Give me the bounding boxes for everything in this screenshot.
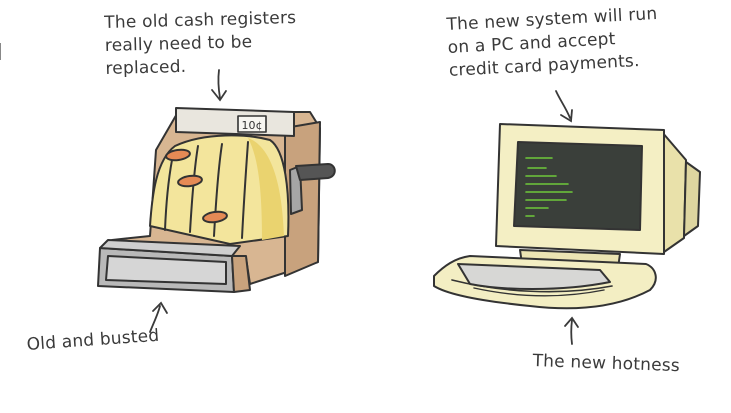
- screen-text-lines: [525, 157, 573, 217]
- caption-old-registers: The old cash registers really need to be…: [104, 7, 297, 79]
- arrow-icon: [149, 69, 579, 345]
- register-price-tag: 10¢: [242, 119, 263, 132]
- computer-terminal-icon: [433, 123, 701, 310]
- caption-new-system: The new system will run on a PC and acce…: [446, 3, 658, 81]
- cash-register-icon: 10¢: [97, 107, 336, 293]
